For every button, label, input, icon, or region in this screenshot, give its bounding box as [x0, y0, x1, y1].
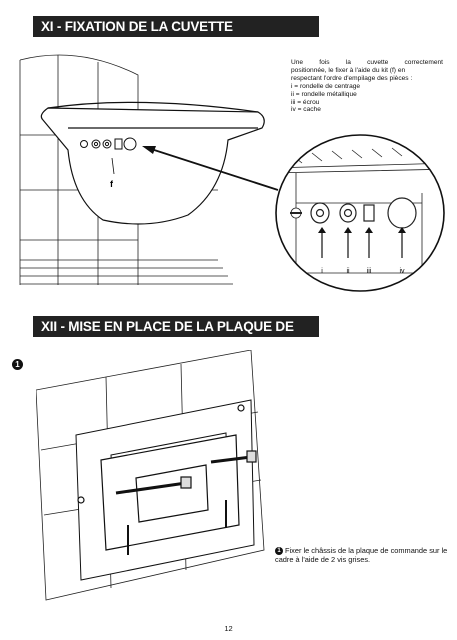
fixing-instructions: Une fois la cuvette correctement positio… [291, 59, 443, 114]
caption-line-2: positionnée, le fixer à l'aide du kit (f… [291, 66, 406, 74]
label-ii: ii [346, 268, 350, 275]
label-i: i [321, 268, 323, 275]
label-iv: iv [399, 268, 405, 275]
caption-item-ii: ii = rondelle métallique [291, 90, 357, 98]
caption-item-i: i = rondelle de centrage [291, 82, 361, 90]
step-1-inline-marker: 1 [275, 547, 283, 556]
fixing-kit-detail-zoom: i ii iii iv [275, 134, 445, 292]
step-1-text: Fixer le châssis de la plaque de command… [275, 546, 448, 565]
section-xi-title: XI - FIXATION DE LA CUVETTE [33, 16, 319, 37]
caption-line-3: respectant l'ordre d'empilage des pièces… [291, 74, 413, 82]
caption-item-iii: iii = écrou [291, 98, 320, 106]
label-f: f [110, 179, 114, 189]
step-1-marker: 1 [12, 359, 23, 370]
section-xii-title: XII - MISE EN PLACE DE LA PLAQUE DE COMM… [33, 316, 319, 355]
toilet-fixing-illustration: f [19, 54, 279, 285]
label-iii: iii [367, 268, 372, 275]
caption-item-iv: iv = cache [291, 106, 321, 114]
control-plate-mounting-illustration [36, 350, 265, 601]
page-number: 12 [224, 624, 233, 633]
caption-line-1: Une fois la cuvette correctement [291, 59, 443, 66]
